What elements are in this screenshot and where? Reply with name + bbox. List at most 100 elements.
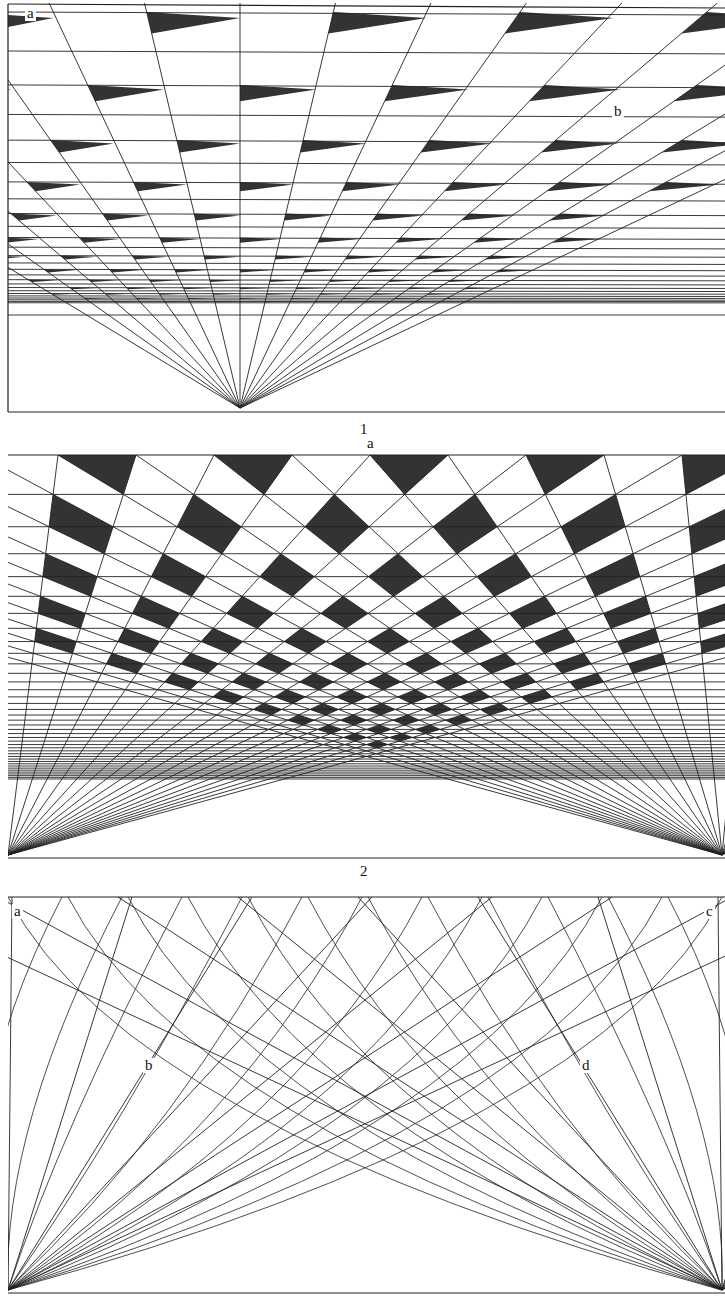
- perspective-ray: [8, 455, 722, 855]
- figure-number: 1: [358, 422, 370, 437]
- horizontal-line: [8, 162, 725, 164]
- horizontal-line: [8, 263, 725, 265]
- curved-line: [8, 897, 602, 1290]
- horizontal-line: [8, 761, 725, 762]
- perspective-ray: [240, 3, 336, 408]
- perspective-ray: [8, 455, 722, 855]
- point-letter: b: [143, 1058, 155, 1073]
- horizontal-line: [8, 759, 725, 760]
- shaded-diamond: [368, 628, 410, 653]
- horizontal-line: [8, 284, 725, 285]
- curved-line: [428, 897, 722, 1290]
- perspective-ray: [195, 455, 722, 855]
- shaded-diamond: [369, 554, 423, 597]
- curved-line: [8, 897, 422, 1290]
- perspective-ray: [8, 455, 722, 855]
- perspective-ray: [722, 455, 725, 855]
- shaded-wedge: [177, 140, 240, 152]
- point-letter: b: [612, 104, 624, 119]
- perspective-ray: [722, 897, 725, 1290]
- horizontal-line: [8, 653, 725, 654]
- perspective-ray: [519, 455, 722, 855]
- shaded-diamond: [177, 494, 241, 553]
- horizontal-line: [8, 613, 725, 614]
- shaded-diamond: [35, 628, 77, 653]
- perspective-ray: [8, 897, 388, 1290]
- horizontal-line: [8, 715, 725, 716]
- horizontal-line: [8, 576, 725, 577]
- perspective-ray: [217, 897, 722, 1290]
- perspective-ray: [8, 3, 240, 408]
- horizontal-line: [8, 766, 725, 767]
- curved-line: [8, 897, 362, 1290]
- shaded-diamond: [106, 653, 143, 673]
- perspective-ray: [8, 897, 722, 1290]
- perspective-ray: [722, 455, 725, 855]
- curved-line: [8, 897, 482, 1290]
- shaded-diamond: [617, 628, 659, 653]
- horizontal-line: [8, 269, 725, 270]
- curved-line: [248, 897, 722, 1290]
- horizontal-line: [8, 747, 725, 748]
- perspective-ray: [240, 3, 725, 408]
- perspective-ray: [722, 455, 725, 855]
- horizontal-line: [8, 673, 725, 674]
- horizontal-line: [8, 733, 725, 734]
- perspective-ray: [92, 897, 722, 1290]
- shaded-diamond: [38, 596, 85, 628]
- horizontal-line: [8, 724, 725, 725]
- horizontal-line: [8, 247, 725, 249]
- perspective-ray: [8, 455, 722, 855]
- shaded-wedge: [51, 140, 114, 152]
- perspective-ray: [722, 455, 725, 855]
- perspective-ray: [240, 3, 241, 408]
- curved-line: [488, 897, 722, 1290]
- panel-three: [8, 897, 725, 1290]
- horizontal-line: [8, 290, 725, 292]
- shaded-wedge: [103, 214, 149, 221]
- horizon-line: [8, 315, 725, 316]
- curved-line: [8, 897, 122, 1290]
- curved-line: [128, 897, 722, 1290]
- shaded-diamond: [330, 653, 367, 673]
- perspective-ray: [8, 455, 545, 855]
- perspective-ray: [8, 455, 722, 855]
- horizontal-line: [8, 51, 725, 54]
- horizontal-line: [8, 777, 725, 778]
- curved-line: [8, 897, 62, 1290]
- shaded-diamond: [415, 596, 462, 628]
- shaded-diamond: [214, 455, 292, 494]
- perspective-ray: [8, 455, 722, 855]
- shaded-diamond: [433, 494, 497, 553]
- perspective-ray: [8, 455, 722, 855]
- shaded-wedge: [385, 85, 469, 101]
- perspective-ray: [8, 455, 60, 855]
- shaded-wedge: [240, 85, 316, 101]
- perspective-ray: [8, 897, 513, 1290]
- perspective-ray: [722, 897, 725, 1290]
- horizontal-line: [8, 256, 725, 258]
- horizontal-line: [8, 295, 725, 297]
- shaded-wedge: [8, 256, 24, 260]
- horizontal-line: [8, 778, 725, 779]
- perspective-ray: [240, 3, 725, 408]
- perspective-ray: [722, 455, 725, 855]
- perspective-ray: [240, 3, 432, 408]
- shaded-diamond: [526, 455, 604, 494]
- perspective-ray: [8, 455, 626, 855]
- perspective-ray: [276, 455, 722, 855]
- curved-line: [668, 897, 725, 1290]
- perspective-ray: [8, 455, 725, 855]
- perspective-ray: [8, 455, 722, 855]
- shaded-diamond: [256, 653, 293, 673]
- perspective-ray: [8, 455, 384, 855]
- horizontal-line: [8, 741, 725, 742]
- perspective-ray: [240, 3, 721, 408]
- shaded-diamond: [561, 494, 625, 553]
- shaded-diamond: [628, 653, 665, 673]
- horizontal-line: [8, 763, 725, 764]
- horizontal-line: [8, 287, 725, 289]
- curved-line: [8, 897, 542, 1290]
- shaded-wedge: [505, 12, 614, 34]
